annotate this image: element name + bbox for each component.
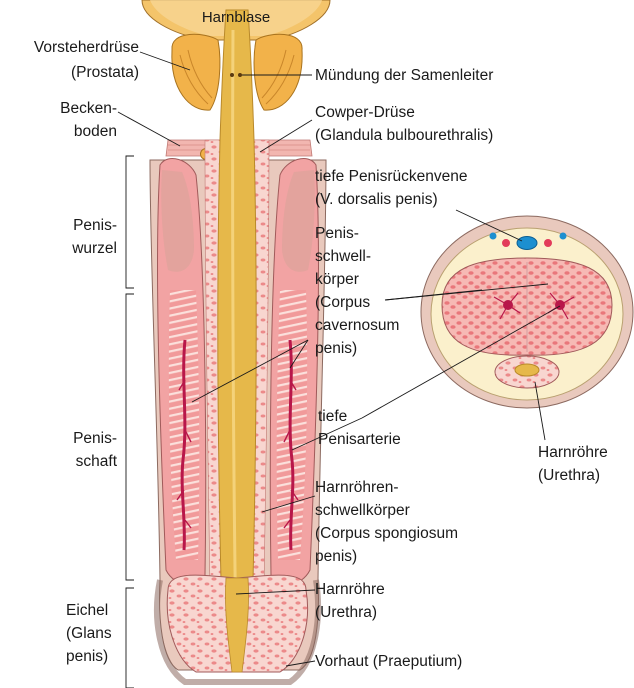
label-spongiosum-2: schwellkörper	[315, 502, 410, 519]
bracket-root	[126, 156, 134, 288]
label-urethra-cs-1: Harnröhre	[538, 444, 608, 461]
label-spongiosum-3: (Corpus spongiosum	[315, 525, 458, 542]
label-cavernosum-5: cavernosum	[315, 317, 399, 334]
label-spongiosum-4: penis)	[315, 548, 357, 565]
urethra-tube	[218, 10, 256, 660]
label-prostate-2: (Prostata)	[71, 64, 139, 81]
label-cavernosum-6: penis)	[315, 340, 357, 357]
label-penis-shaft-2: schaft	[76, 453, 118, 470]
label-ejaculatory-duct: Mündung der Samenleiter	[315, 67, 493, 84]
label-pelvic-floor-1: Becken-	[60, 100, 117, 117]
dorsal-vein	[517, 237, 537, 250]
label-cowper-2: (Glandula bulbourethralis)	[315, 127, 493, 144]
label-urethra-2: (Urethra)	[315, 604, 377, 621]
label-cavernosum-4: (Corpus	[315, 294, 370, 311]
label-dorsal-vein-2: (V. dorsalis penis)	[315, 191, 438, 208]
cross-urethra	[515, 364, 539, 376]
label-cavernosum-1: Penis-	[315, 225, 359, 242]
label-cavernosum-2: schwell-	[315, 248, 371, 265]
label-deep-artery-1: tiefe	[318, 408, 347, 425]
label-penis-root-1: Penis-	[73, 217, 117, 234]
bracket-shaft	[126, 294, 134, 580]
label-urethra-cs-2: (Urethra)	[538, 467, 600, 484]
label-glans-3: penis)	[66, 648, 108, 665]
label-pelvic-floor-2: boden	[74, 123, 117, 140]
label-cowper-1: Cowper-Drüse	[315, 104, 415, 121]
label-glans-2: (Glans	[66, 625, 112, 642]
longitudinal-section	[142, 0, 330, 682]
label-prostate-1: Vorsteherdrüse	[34, 39, 139, 56]
label-spongiosum-1: Harnröhren-	[315, 479, 399, 496]
region-brackets	[126, 156, 134, 688]
cross-section	[421, 216, 633, 408]
label-foreskin: Vorhaut (Praeputium)	[315, 653, 462, 670]
label-penis-shaft-1: Penis-	[73, 430, 117, 447]
label-penis-root-2: wurzel	[71, 240, 117, 257]
bracket-glans	[126, 588, 134, 688]
label-deep-artery-2: Penisarterie	[318, 431, 401, 448]
label-cavernosum-3: körper	[315, 271, 359, 288]
label-urethra-1: Harnröhre	[315, 581, 385, 598]
label-bladder: Harnblase	[202, 9, 270, 26]
label-glans-1: Eichel	[66, 602, 108, 619]
label-dorsal-vein-1: tiefe Penisrückenvene	[315, 168, 468, 185]
